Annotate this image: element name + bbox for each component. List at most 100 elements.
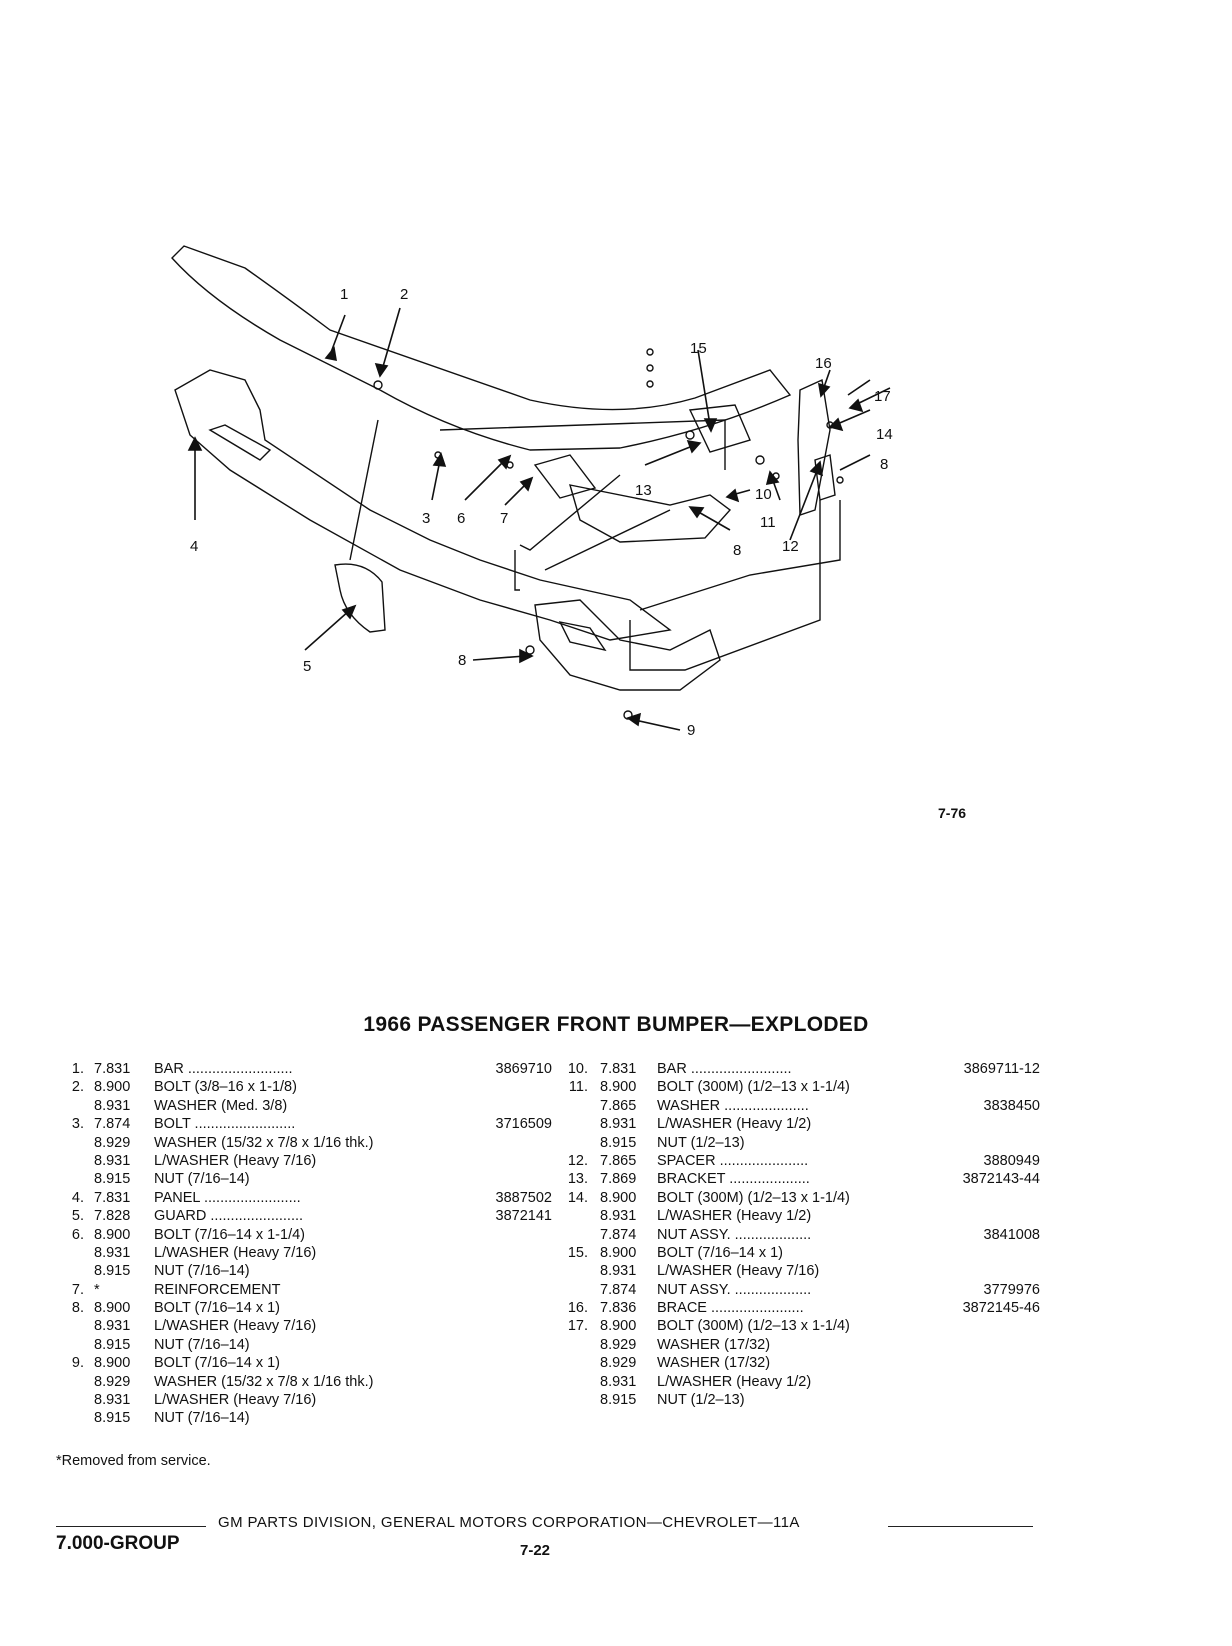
part-row: 7.865 WASHER ..................... 3838450 (560, 1098, 1040, 1116)
callout-8a: 8 (458, 652, 467, 669)
bumper-illustration (171, 245, 891, 731)
part-number: 3869711-12 (963, 1061, 1040, 1077)
part-group-code: 8.900 (94, 1355, 131, 1372)
part-group-code: 8.900 (94, 1300, 131, 1317)
part-group-code: 8.929 (94, 1373, 131, 1390)
part-number: 3872145-46 (962, 1300, 1040, 1317)
part-name: L/WASHER (Heavy 7/16) (154, 1392, 317, 1409)
part-item-number: 1. (71, 1061, 84, 1077)
part-group-code: 8.915 (94, 1263, 131, 1280)
part-group-code: 8.931 (600, 1208, 637, 1225)
page-title: 1966 PASSENGER FRONT BUMPER—EXPLODED (363, 1013, 869, 1036)
part-name: BOLT (7/16–14 x 1) (154, 1300, 281, 1317)
part-group-code: 8.931 (600, 1263, 637, 1280)
callout-6: 6 (457, 510, 466, 527)
part-number: 3838450 (983, 1097, 1040, 1114)
callout-4: 4 (190, 538, 199, 555)
bumper-bar-shape (171, 245, 792, 451)
lower-panel-shape (174, 369, 672, 641)
part-group-code: 8.900 (94, 1226, 131, 1243)
part-group-code: 8.931 (600, 1373, 637, 1390)
part-name: NUT (7/16–14) (154, 1410, 250, 1427)
part-item-number: 15. (567, 1244, 588, 1261)
part-name: BOLT (300M) (1/2–13 x 1-1/4) (657, 1318, 850, 1335)
part-number: 3880949 (983, 1152, 1040, 1169)
callout-17: 17 (874, 388, 891, 405)
part-name: BOLT (3/8–16 x 1-1/8) (154, 1079, 297, 1096)
part-group-code: 7.836 (600, 1300, 637, 1317)
part-group-code: 7.865 (600, 1152, 637, 1169)
part-group-code: 7.874 (600, 1281, 637, 1298)
callout-8c: 8 (880, 456, 889, 473)
footer-rule-right (888, 1526, 1033, 1527)
part-item-number: 2. (71, 1079, 84, 1096)
part-name: BOLT (7/16–14 x 1) (657, 1244, 784, 1261)
part-group-code: 8.915 (600, 1392, 637, 1409)
part-name: BAR ......................... (657, 1061, 792, 1077)
part-group-code: 8.931 (94, 1392, 131, 1409)
part-group-code: 7.874 (600, 1226, 637, 1243)
part-item-number: 10. (567, 1061, 588, 1077)
exploded-diagram: 1 2 3 4 5 6 7 8 8 8 9 10 11 12 13 14 15 … (150, 220, 1050, 820)
part-name: L/WASHER (Heavy 1/2) (657, 1208, 812, 1225)
guard-shape (334, 563, 386, 633)
part-name: BOLT ......................... (154, 1116, 296, 1133)
callout-10: 10 (755, 486, 772, 503)
part-row: 8. 8.900 BOLT (7/16–14 x 1) (62, 1300, 552, 1318)
part-item-number: 7. (71, 1281, 84, 1298)
callout-1: 1 (340, 286, 349, 303)
part-group-code: 7.865 (600, 1097, 637, 1114)
part-number: 3779976 (983, 1281, 1040, 1298)
footnote: *Removed from service. (56, 1453, 211, 1469)
part-item-number: 11. (568, 1079, 588, 1096)
part-row: 2. 8.900 BOLT (3/8–16 x 1-1/8) (62, 1079, 552, 1097)
footer-text: GM PARTS DIVISION, GENERAL MOTORS CORPOR… (218, 1514, 800, 1531)
part-name: NUT (7/16–14) (154, 1263, 250, 1280)
part-group-code: 7.869 (600, 1171, 637, 1188)
part-name: BOLT (300M) (1/2–13 x 1-1/4) (657, 1189, 850, 1206)
part-group-code: 8.900 (600, 1189, 637, 1206)
part-group-code: 8.931 (600, 1116, 637, 1133)
part-name: WASHER (17/32) (657, 1336, 771, 1353)
part-name: L/WASHER (Heavy 1/2) (657, 1373, 812, 1390)
part-item-number: 17. (567, 1318, 588, 1335)
part-group-code: 8.929 (600, 1355, 637, 1372)
part-number: 3872141 (495, 1208, 552, 1225)
part-item-number: 16. (567, 1300, 588, 1317)
part-item-number: 3. (71, 1116, 84, 1133)
part-group-code: 8.931 (94, 1318, 131, 1335)
part-name: WASHER ..................... (657, 1097, 809, 1114)
part-name: BOLT (300M) (1/2–13 x 1-1/4) (657, 1079, 850, 1096)
part-row: 8.915 NUT (7/16–14) (62, 1263, 552, 1281)
part-item-number: 8. (71, 1300, 84, 1317)
callout-15: 15 (690, 340, 707, 357)
callout-8b: 8 (733, 542, 742, 559)
part-number: 3872143-44 (962, 1171, 1040, 1188)
part-group-code: 8.915 (94, 1410, 131, 1427)
part-item-number: 4. (71, 1189, 84, 1206)
brace-shape (797, 378, 831, 516)
part-row: 14. 8.900 BOLT (300M) (1/2–13 x 1-1/4) (560, 1190, 1040, 1208)
part-group-code: 7.831 (94, 1189, 131, 1206)
callout-14: 14 (876, 426, 893, 443)
part-item-number: 14. (567, 1189, 588, 1206)
part-item-number: 12. (567, 1152, 588, 1169)
part-name: BOLT (7/16–14 x 1) (154, 1355, 281, 1372)
part-group-code: 8.900 (94, 1079, 131, 1096)
